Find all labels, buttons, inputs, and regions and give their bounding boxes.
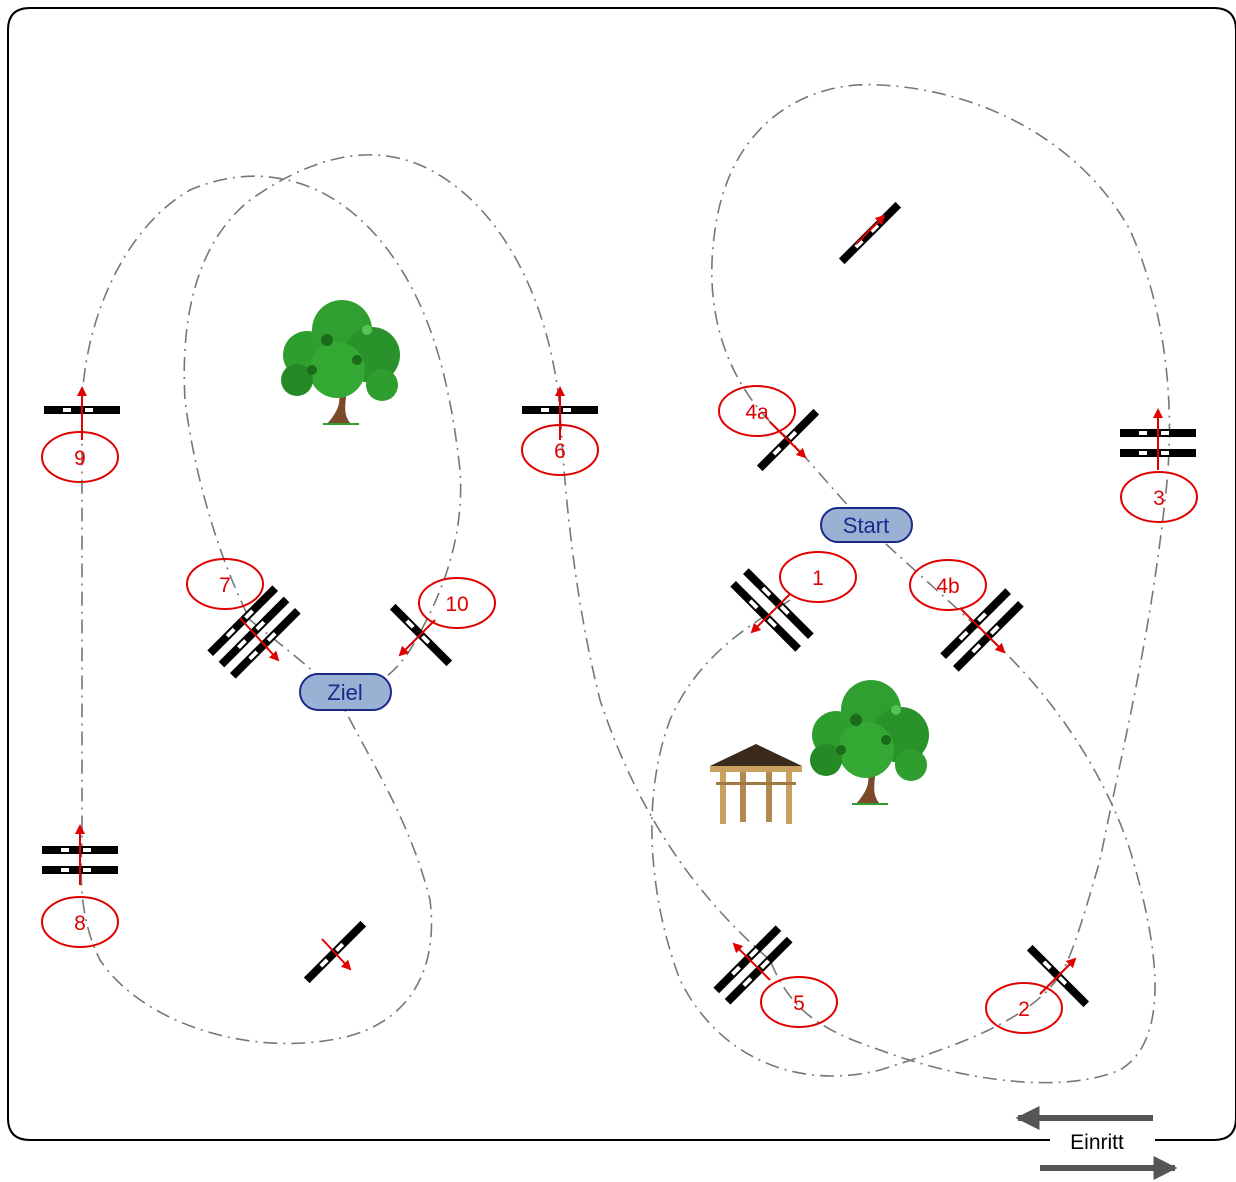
direction-arrows (75, 214, 1163, 995)
arena-border (7, 7, 1236, 1141)
svg-text:4b: 4b (936, 575, 959, 598)
obstacle-number-4a: 4a (718, 385, 796, 437)
svg-text:9: 9 (74, 447, 86, 470)
start-marker: Start (820, 507, 913, 543)
obstacle-number-8: 8 (41, 896, 119, 948)
obstacle-numbers: 9 6 4a 3 1 4b 7 10 (41, 385, 1198, 1034)
start-label: Start (843, 513, 889, 538)
svg-text:6: 6 (554, 440, 566, 463)
course-path (80, 83, 1171, 1084)
obstacle-number-2: 2 (985, 982, 1063, 1034)
rail-5 (713, 925, 793, 1005)
rail-1 (730, 568, 814, 652)
finish-marker: Ziel (299, 673, 392, 711)
rail-extra-top (838, 201, 902, 265)
svg-text:8: 8 (74, 912, 86, 935)
entrance: Einritt (1015, 1106, 1178, 1180)
obstacle-number-10: 10 (418, 577, 496, 629)
obstacle-number-9: 9 (41, 431, 119, 483)
svg-text:1: 1 (812, 567, 824, 590)
svg-text:10: 10 (445, 593, 468, 616)
svg-text:7: 7 (219, 574, 231, 597)
tree-icon (281, 300, 400, 425)
tree-icon (810, 680, 929, 805)
gazebo-icon (710, 744, 802, 824)
obstacle-number-4b: 4b (909, 559, 987, 611)
finish-label: Ziel (327, 680, 362, 705)
obstacle-number-5: 5 (760, 976, 838, 1028)
svg-text:4a: 4a (745, 401, 769, 424)
svg-text:3: 3 (1153, 487, 1165, 510)
svg-text:2: 2 (1018, 998, 1030, 1021)
obstacle-number-1: 1 (779, 551, 857, 603)
obstacle-number-6: 6 (521, 424, 599, 476)
svg-text:5: 5 (793, 992, 805, 1015)
obstacle-number-7: 7 (186, 558, 264, 610)
obstacle-rails (42, 201, 1196, 1008)
obstacle-number-3: 3 (1120, 471, 1198, 523)
entrance-label: Einritt (1070, 1131, 1124, 1154)
